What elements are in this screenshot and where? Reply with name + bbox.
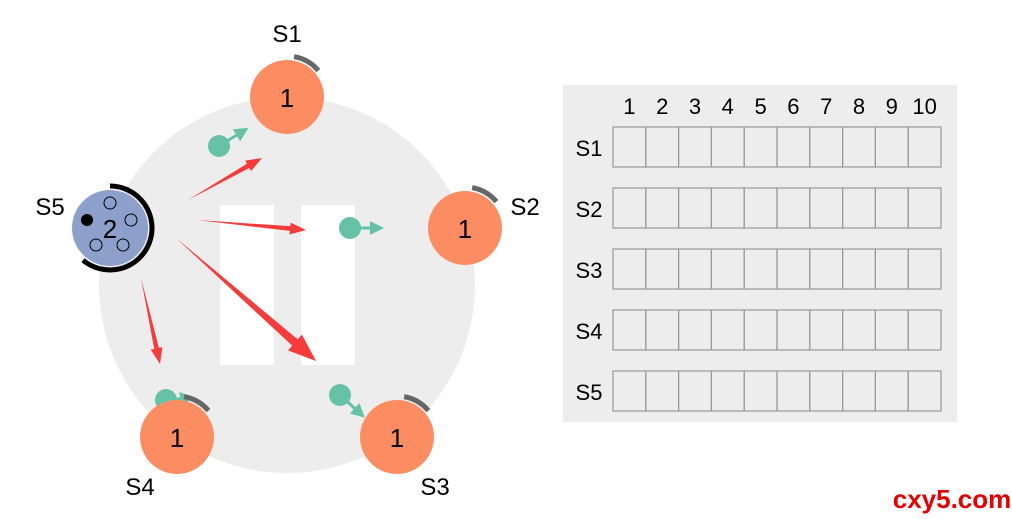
server-label: S5 (35, 194, 64, 221)
log-row-s5: S5 (576, 370, 942, 412)
request-vote-arrows (141, 158, 316, 364)
vote-request-arrow (176, 238, 316, 361)
election-timer-arc (403, 394, 431, 413)
vote-granted-icon (81, 214, 93, 226)
watermark: cxy5.com (893, 484, 1012, 514)
server-label: S1 (272, 21, 301, 48)
vote-request-arrow (188, 158, 262, 200)
log-index-header: 7 (820, 94, 832, 119)
log-index-header: 3 (689, 94, 701, 119)
server-term: 1 (280, 83, 294, 113)
server-term: 1 (390, 423, 404, 453)
log-row-s1: S1 (576, 126, 942, 168)
vote-pending-icon (124, 213, 138, 227)
election-timer-arc (183, 394, 211, 413)
log-index-header: 9 (886, 94, 898, 119)
log-entry-cell[interactable] (907, 370, 942, 412)
server-circle[interactable] (428, 191, 502, 265)
log-index-header: 8 (853, 94, 865, 119)
log-entry-cell[interactable] (907, 126, 942, 168)
election-timer-arc (471, 185, 499, 204)
log-row-label: S2 (576, 197, 603, 222)
server-s3[interactable]: 1S3 (360, 394, 450, 501)
log-index-header: 1 (623, 94, 635, 119)
vote-pending-icon (103, 196, 117, 210)
vote-request-arrow (141, 278, 163, 364)
log-row-s2: S2 (576, 187, 942, 229)
server-s5[interactable]: 2 S5 (35, 183, 155, 273)
server-label: S3 (420, 474, 449, 501)
election-timer-arc (293, 54, 321, 73)
log-entry-cell[interactable] (907, 187, 942, 229)
server-label: S2 (510, 194, 539, 221)
message-dot (208, 127, 249, 157)
vote-pending-icon (89, 238, 103, 252)
log-entry-cell[interactable] (907, 248, 942, 290)
ring-background (99, 97, 475, 473)
server-term: 1 (170, 423, 184, 453)
log-row-s3: S3 (576, 248, 942, 290)
server-term: 2 (103, 214, 117, 244)
server-s4[interactable]: 1S4 (125, 394, 214, 501)
log-row-label: S3 (576, 258, 603, 283)
server-term: 1 (458, 214, 472, 244)
message-dot (329, 384, 365, 418)
server-circle[interactable] (250, 60, 324, 134)
log-index-header: 2 (656, 94, 668, 119)
log-row-s4: S4 (576, 309, 942, 351)
log-entry-cell[interactable] (907, 309, 942, 351)
server-label: S4 (125, 474, 154, 501)
server-circle[interactable] (360, 400, 434, 474)
server-s2[interactable]: 1 S2 (428, 185, 540, 265)
vote-pending-icon (116, 238, 130, 252)
log-row-label: S4 (576, 319, 603, 344)
vote-request-arrow (197, 220, 306, 235)
log-index-header: 10 (912, 94, 936, 119)
log-index-header: 4 (722, 94, 734, 119)
server-circle[interactable] (140, 400, 214, 474)
election-timer-arc (81, 183, 155, 273)
log-index-header: 6 (787, 94, 799, 119)
message-dot (339, 217, 384, 239)
log-row-label: S5 (576, 380, 603, 405)
log-index-header: 5 (754, 94, 766, 119)
server-s1[interactable]: 1 S1 (250, 21, 324, 134)
log-row-label: S1 (576, 136, 603, 161)
